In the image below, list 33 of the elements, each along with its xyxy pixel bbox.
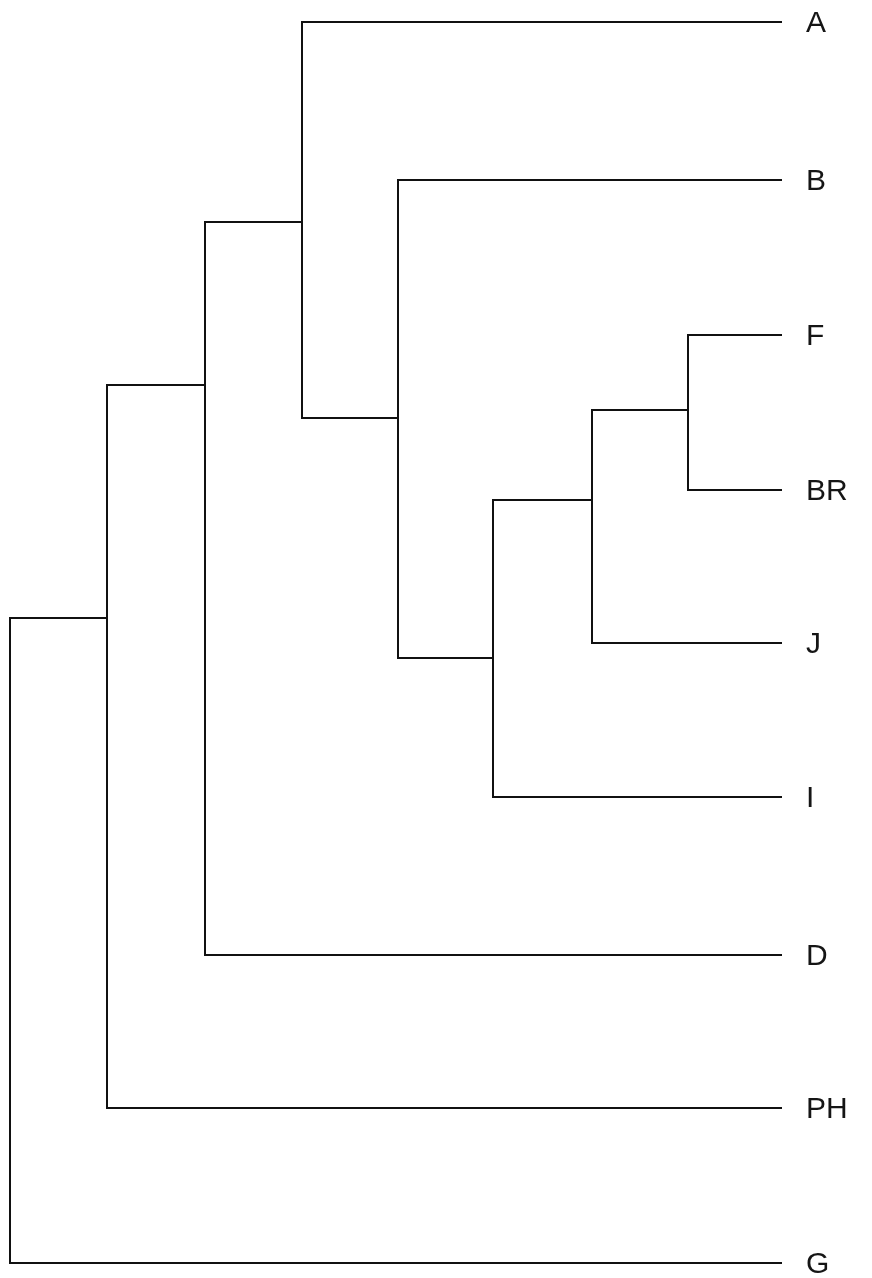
taxon-label: BR — [782, 472, 848, 508]
branch-line — [302, 21, 783, 23]
vertical-branch-line — [106, 384, 108, 1109]
branch-line — [10, 1262, 783, 1264]
branch-line — [398, 179, 783, 181]
taxon-label: D — [782, 937, 828, 973]
branch-line — [107, 1107, 783, 1109]
branch-line — [107, 384, 205, 386]
taxon-label: G — [782, 1245, 830, 1278]
taxon-label: B — [782, 162, 826, 198]
branch-line — [205, 221, 302, 223]
branch-line — [302, 417, 398, 419]
vertical-branch-line — [204, 221, 206, 956]
taxon-label: A — [782, 4, 826, 40]
branch-line — [592, 642, 783, 644]
taxon-label: I — [782, 779, 815, 815]
branch-line — [688, 334, 783, 336]
branch-line — [688, 489, 783, 491]
branch-line — [398, 657, 493, 659]
vertical-branch-line — [492, 499, 494, 798]
vertical-branch-line — [591, 409, 593, 644]
taxon-label: F — [782, 317, 825, 353]
branch-line — [493, 796, 783, 798]
vertical-branch-line — [9, 617, 11, 1264]
vertical-branch-line — [687, 334, 689, 491]
branch-line — [205, 954, 783, 956]
taxon-label: PH — [782, 1090, 848, 1126]
vertical-branch-line — [397, 179, 399, 659]
vertical-branch-line — [301, 21, 303, 419]
branch-line — [493, 499, 592, 501]
branch-line — [10, 617, 107, 619]
taxon-label: J — [782, 625, 821, 661]
branch-line — [592, 409, 688, 411]
